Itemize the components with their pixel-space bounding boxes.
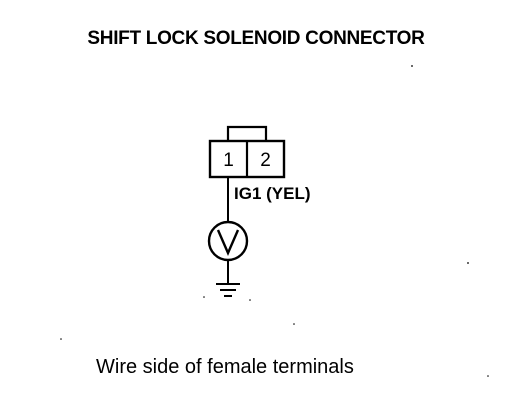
connector-body: [208, 139, 286, 179]
voltmeter-icon: [207, 220, 249, 262]
diagram-title: SHIFT LOCK SOLENOID CONNECTOR: [87, 28, 425, 49]
wire-label: IG1 (YEL): [234, 184, 311, 203]
terminal-1-label: 1: [223, 150, 234, 171]
scan-specks: [60, 65, 489, 377]
connector-lock-tab: [226, 125, 268, 141]
diagram-caption: Wire side of female terminals: [96, 356, 354, 378]
terminal-2-label: 2: [260, 150, 271, 171]
ground-icon: [216, 283, 240, 297]
